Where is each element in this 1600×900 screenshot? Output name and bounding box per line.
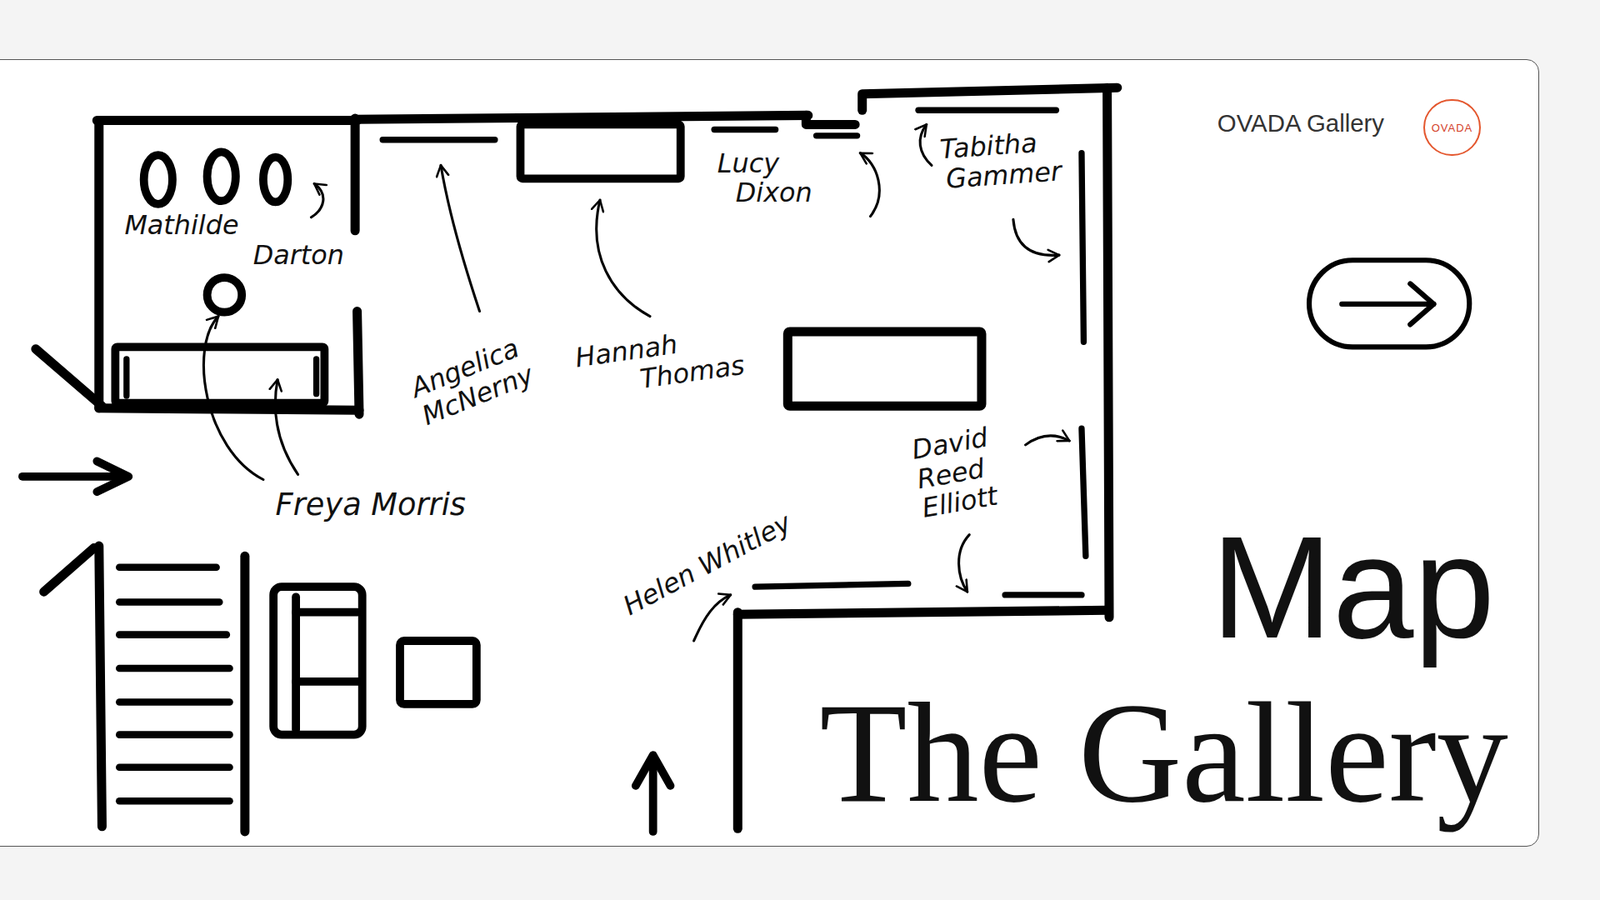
next-button-part (1410, 283, 1434, 325)
hanging-walls (382, 110, 1086, 595)
gallery-walls-part (805, 115, 855, 125)
entrance-arrows-part (96, 460, 129, 492)
gallery-walls-part (35, 349, 103, 407)
gallery-walls-part (733, 612, 743, 830)
gallery-walls-part (94, 122, 104, 409)
furniture-part (787, 331, 982, 406)
next-button-part (1309, 260, 1470, 347)
leader-lines-part (959, 535, 970, 593)
furniture-part (313, 359, 320, 395)
artist-label: Hannah Thomas (573, 320, 754, 404)
gallery-walls-part (96, 115, 357, 125)
hanging-walls-part (714, 126, 775, 133)
furniture-part (295, 608, 357, 617)
leader-lines-part (275, 380, 298, 475)
sculptures-part (207, 277, 243, 313)
artist-label: Helen Whitley (618, 508, 796, 622)
gallery-walls-part (357, 310, 360, 415)
staircase-part (119, 730, 230, 739)
leader-lines-part (440, 165, 480, 311)
hanging-walls-part (755, 583, 909, 587)
staircase-part (119, 698, 230, 706)
entrance-arrows-part (22, 472, 121, 481)
furniture-part (123, 359, 130, 396)
sculptures-part (144, 155, 173, 205)
furniture-part (273, 586, 363, 735)
page-title: Map (1210, 514, 1495, 660)
artist-label: Angelica McNerny (406, 328, 548, 431)
gallery-walls-part (862, 87, 1118, 94)
gallery-walls-part (99, 408, 360, 410)
leader-lines-part (694, 595, 731, 641)
gallery-walls-part (355, 115, 809, 120)
artist-label: Tabitha Gammer (939, 126, 1068, 195)
gallery-walls-part (240, 555, 250, 832)
gallery-walls-part (44, 548, 95, 593)
furniture (115, 124, 982, 735)
leader-lines-part (203, 316, 263, 480)
gallery-walls-part (99, 545, 103, 827)
hanging-walls-part (816, 132, 858, 139)
sculptures-part (263, 157, 288, 203)
artist-label: Freya Morris (275, 487, 466, 522)
hanging-walls-part (918, 107, 1056, 114)
leader-lines-part (920, 124, 932, 165)
hanging-walls-part (1005, 591, 1082, 598)
furniture-part (520, 124, 680, 179)
leader-lines-part (860, 153, 880, 217)
gallery-walls-part (1107, 87, 1110, 618)
furniture-part (115, 346, 325, 403)
leader-lines-part (1025, 435, 1070, 445)
hanging-walls-part (382, 136, 495, 143)
entrance-arrows-part (635, 755, 671, 786)
logo-text: OVADA (1431, 121, 1474, 135)
staircase-part (119, 764, 230, 772)
leader-lines-part (596, 200, 650, 317)
hanging-walls-part (1081, 153, 1084, 343)
entrance-arrows (22, 460, 671, 831)
furniture-part (291, 596, 300, 730)
staircase-part (119, 630, 227, 639)
furniture-part (400, 640, 477, 705)
next-button (1309, 260, 1470, 347)
sculptures-part (207, 151, 236, 201)
leader-lines-part (1013, 219, 1060, 255)
staircase-part (119, 598, 220, 606)
hanging-walls-part (1081, 428, 1086, 556)
furniture-part (295, 677, 360, 686)
leader-lines-part (310, 183, 323, 217)
staircase-part (119, 564, 216, 572)
gallery-walls-part (737, 610, 1107, 615)
gallery-name: OVADA Gallery (1217, 110, 1385, 138)
staircase-part (119, 665, 230, 673)
entrance-arrows-part (649, 760, 658, 832)
artist-label: David Reed Elliott (909, 418, 1025, 525)
logo-circle: OVADA (1423, 99, 1481, 157)
artist-label: Lucy Dixon (717, 149, 833, 209)
artist-label: Mathilde Darton (124, 210, 355, 270)
next-button-part (1341, 301, 1434, 307)
gallery-walls-part (350, 118, 360, 231)
staircase (119, 567, 230, 801)
page-heading: The Gallery (819, 680, 1508, 825)
staircase-part (119, 797, 230, 805)
leader-lines (203, 124, 1070, 641)
